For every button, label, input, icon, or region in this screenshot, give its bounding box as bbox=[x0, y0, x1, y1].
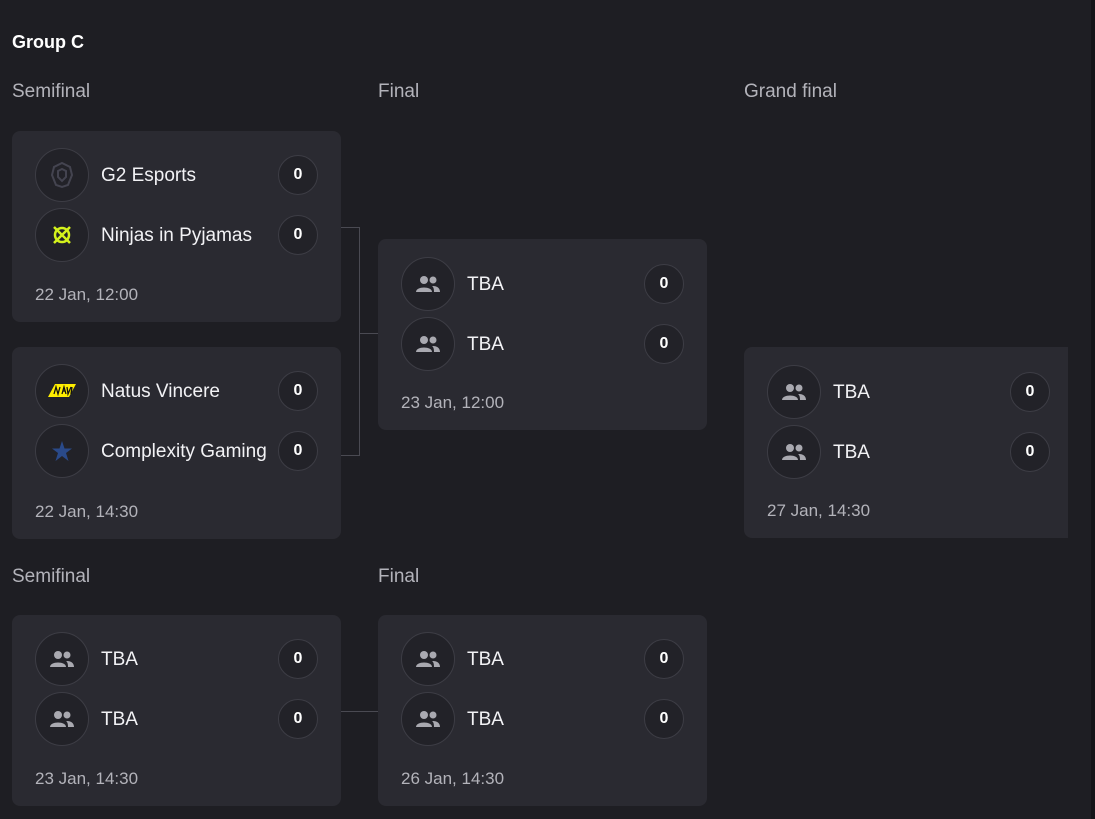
users-icon bbox=[767, 365, 821, 419]
team-name: Complexity Gaming bbox=[101, 440, 267, 462]
users-icon bbox=[401, 257, 455, 311]
team-name: TBA bbox=[467, 273, 504, 295]
match-date: 23 Jan, 14:30 bbox=[35, 769, 139, 788]
natus-vincere-logo bbox=[35, 364, 89, 418]
team-name: TBA bbox=[101, 648, 138, 670]
team-name: TBA bbox=[833, 381, 870, 403]
team-score: 0 bbox=[644, 264, 684, 304]
team-row[interactable]: Natus Vincere 0 bbox=[35, 363, 318, 419]
team-name: TBA bbox=[467, 333, 504, 355]
users-icon bbox=[401, 632, 455, 686]
team-row[interactable]: Ninjas in Pyjamas 0 bbox=[35, 207, 318, 263]
team-score: 0 bbox=[644, 639, 684, 679]
match-date: 26 Jan, 14:30 bbox=[401, 769, 505, 788]
page-edge-divider bbox=[1091, 0, 1095, 819]
team-score: 0 bbox=[278, 431, 318, 471]
group-title: Group C bbox=[12, 32, 84, 52]
match-date: 22 Jan, 14:30 bbox=[35, 502, 139, 521]
team-name: Ninjas in Pyjamas bbox=[101, 224, 252, 246]
column-label-semifinal-lower: Semifinal bbox=[12, 566, 91, 587]
bracket-connector-upper bbox=[341, 227, 360, 456]
team-row[interactable]: TBA 0 bbox=[401, 316, 684, 372]
team-row[interactable]: G2 Esports 0 bbox=[35, 147, 318, 203]
team-score: 0 bbox=[644, 324, 684, 364]
match-date: 22 Jan, 12:00 bbox=[35, 285, 139, 304]
team-row[interactable]: TBA 0 bbox=[767, 424, 1050, 480]
ninjas-in-pyjamas-logo bbox=[35, 208, 89, 262]
column-label-final: Final bbox=[378, 81, 420, 102]
team-score: 0 bbox=[1010, 372, 1050, 412]
team-name: TBA bbox=[101, 708, 138, 730]
team-row[interactable]: TBA 0 bbox=[767, 364, 1050, 420]
match-card-final-lower[interactable]: TBA 0 TBA 0 26 Jan, 14:30 bbox=[378, 615, 707, 806]
users-icon bbox=[35, 632, 89, 686]
team-score: 0 bbox=[644, 699, 684, 739]
team-name: Natus Vincere bbox=[101, 380, 220, 402]
team-score: 0 bbox=[278, 215, 318, 255]
team-score: 0 bbox=[278, 699, 318, 739]
team-name: TBA bbox=[833, 441, 870, 463]
team-name: TBA bbox=[467, 708, 504, 730]
match-card-grand-final[interactable]: TBA 0 TBA 0 27 Jan, 14:30 bbox=[744, 347, 1068, 538]
column-label-grand-final: Grand final bbox=[744, 81, 837, 102]
match-date: 23 Jan, 12:00 bbox=[401, 393, 505, 412]
team-name: TBA bbox=[467, 648, 504, 670]
team-row[interactable]: TBA 0 bbox=[401, 256, 684, 312]
team-row[interactable]: TBA 0 bbox=[35, 691, 318, 747]
match-card-semifinal-2[interactable]: Natus Vincere 0 Complexity Gaming 0 22 J… bbox=[12, 347, 341, 539]
team-row[interactable]: TBA 0 bbox=[35, 631, 318, 687]
users-icon bbox=[401, 317, 455, 371]
team-row[interactable]: TBA 0 bbox=[401, 691, 684, 747]
team-score: 0 bbox=[278, 155, 318, 195]
team-name: G2 Esports bbox=[101, 164, 197, 186]
bracket-connector-lower bbox=[341, 711, 378, 712]
match-card-final-1[interactable]: TBA 0 TBA 0 23 Jan, 12:00 bbox=[378, 239, 707, 430]
team-score: 0 bbox=[1010, 432, 1050, 472]
match-date: 27 Jan, 14:30 bbox=[767, 501, 871, 520]
team-score: 0 bbox=[278, 371, 318, 411]
match-card-semifinal-1[interactable]: G2 Esports 0 Ninjas in Pyjamas 0 22 Jan,… bbox=[12, 131, 341, 322]
users-icon bbox=[35, 692, 89, 746]
match-card-semifinal-lower[interactable]: TBA 0 TBA 0 23 Jan, 14:30 bbox=[12, 615, 341, 806]
column-label-semifinal: Semifinal bbox=[12, 81, 91, 102]
bracket-connector-upper-to-final bbox=[359, 333, 378, 334]
team-row[interactable]: Complexity Gaming 0 bbox=[35, 423, 318, 479]
column-label-final-lower: Final bbox=[378, 566, 420, 587]
users-icon bbox=[767, 425, 821, 479]
g2-esports-logo bbox=[35, 148, 89, 202]
complexity-gaming-logo bbox=[35, 424, 89, 478]
users-icon bbox=[401, 692, 455, 746]
team-score: 0 bbox=[278, 639, 318, 679]
team-row[interactable]: TBA 0 bbox=[401, 631, 684, 687]
